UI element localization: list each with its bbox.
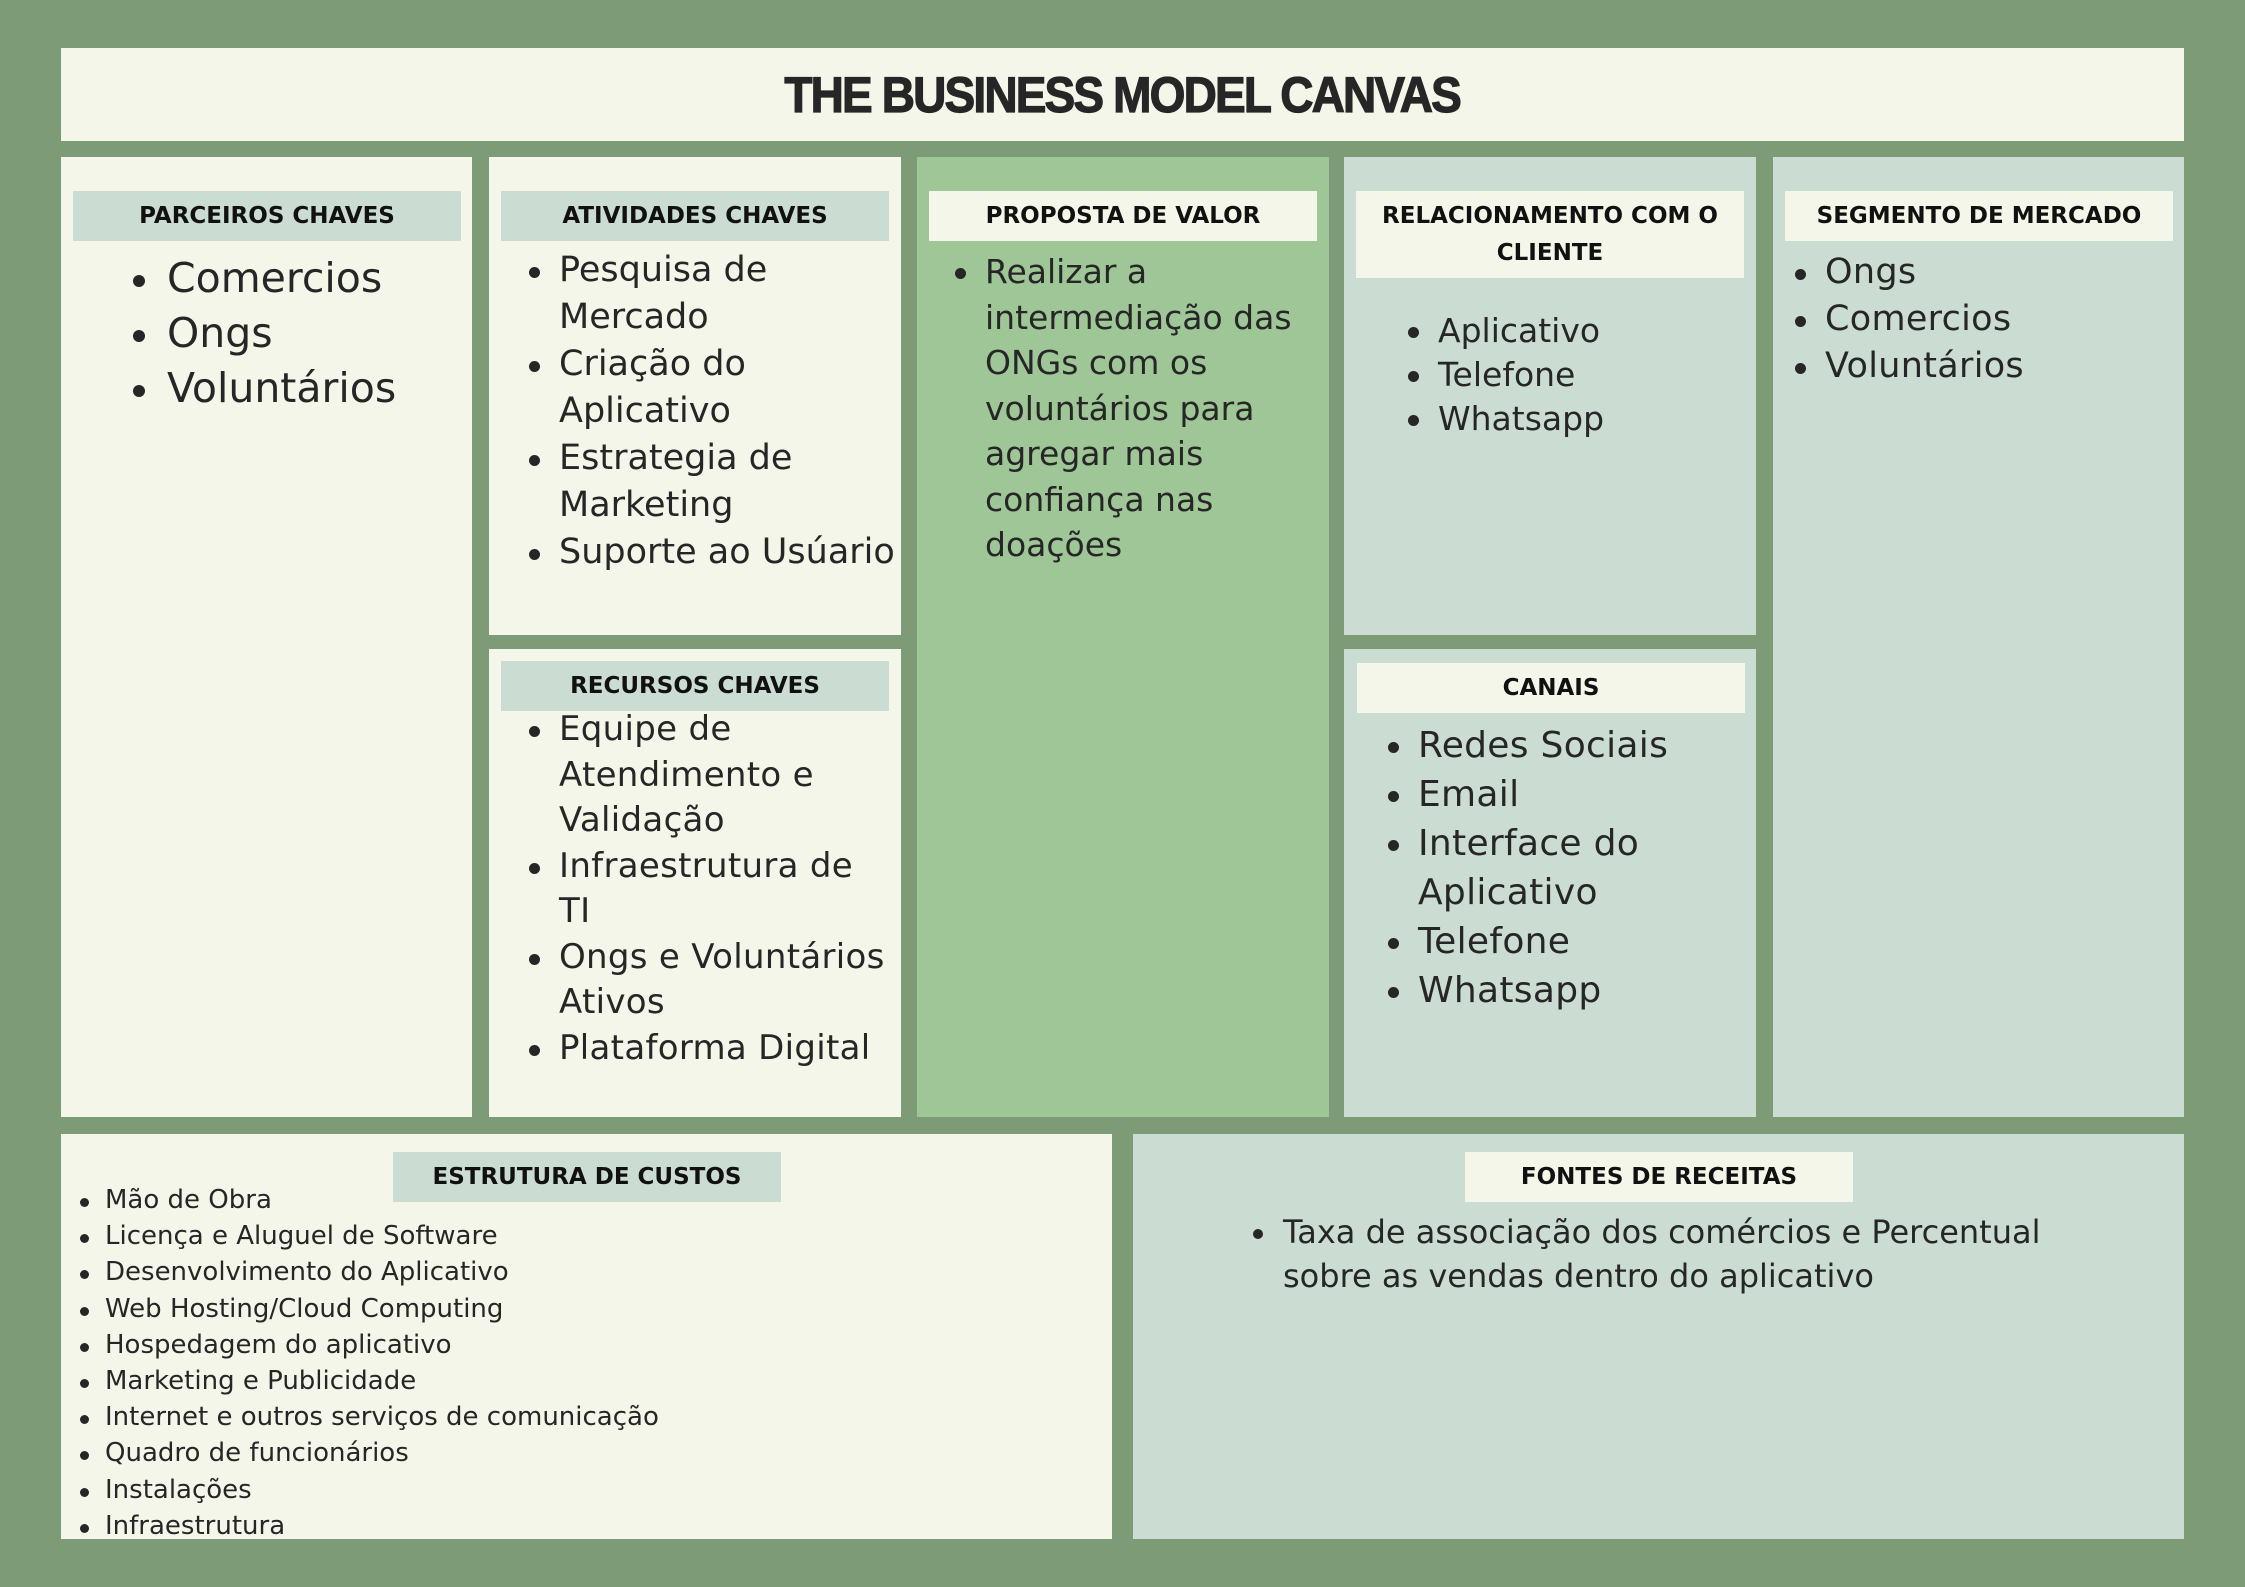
list-item: Ongs	[129, 306, 396, 361]
list-item: Ongs e Voluntários Ativos	[525, 935, 895, 1026]
list-item: Plataforma Digital	[525, 1026, 895, 1072]
list-item: Whatsapp	[1384, 966, 1744, 1015]
list-item: Taxa de associação dos comércios e Perce…	[1249, 1210, 2049, 1298]
page-title: THE BUSINESS MODEL CANVAS	[784, 66, 1463, 123]
list-item: Realizar a intermediação das ONGs com os…	[951, 249, 1301, 568]
list-item: Voluntários	[1791, 343, 2024, 390]
list-item: Marketing e Publicidade	[76, 1363, 659, 1399]
section-fontes-de-receitas: FONTES DE RECEITAS Taxa de associação do…	[1133, 1134, 2184, 1539]
section-header: ESTRUTURA DE CUSTOS	[393, 1152, 781, 1202]
section-header: RELACIONAMENTO COM O CLIENTE	[1356, 191, 1744, 278]
list-item: Telefone	[1404, 353, 1604, 397]
section-header: CANAIS	[1357, 663, 1745, 713]
list-item: Internet e outros serviços de comunicaçã…	[76, 1399, 659, 1435]
section-header: SEGMENTO DE MERCADO	[1785, 191, 2173, 241]
list-item: Voluntários	[129, 361, 396, 416]
section-header: PARCEIROS CHAVES	[73, 191, 461, 241]
section-header: PROPOSTA DE VALOR	[929, 191, 1317, 241]
list-item: Hospedagem do aplicativo	[76, 1327, 659, 1363]
list-item: Quadro de funcionários	[76, 1435, 659, 1471]
list-item: Instalações	[76, 1472, 659, 1508]
list-item: Estrategia de Marketing	[525, 435, 895, 529]
item-list: Realizar a intermediação das ONGs com os…	[951, 249, 1301, 568]
list-item: Telefone	[1384, 917, 1744, 966]
list-item: Suporte ao Usúario	[525, 529, 895, 576]
item-list: Taxa de associação dos comércios e Perce…	[1249, 1210, 2049, 1298]
list-item: Email	[1384, 770, 1744, 819]
list-item: Comercios	[129, 251, 396, 306]
list-item: Desenvolvimento do Aplicativo	[76, 1254, 659, 1290]
section-recursos-chaves: RECURSOS CHAVES Equipe de Atendimento e …	[489, 649, 901, 1117]
list-item: Pesquisa de Mercado	[525, 247, 895, 341]
section-proposta-de-valor: PROPOSTA DE VALOR Realizar a intermediaç…	[917, 157, 1329, 1117]
list-item: Infraestrutura de TI	[525, 844, 895, 935]
list-item: Redes Sociais	[1384, 721, 1744, 770]
list-item: Comercios	[1791, 296, 2024, 343]
list-item: Interface do Aplicativo	[1384, 819, 1744, 917]
list-item: Web Hosting/Cloud Computing	[76, 1291, 659, 1327]
list-item: Aplicativo	[1404, 309, 1604, 353]
section-header: FONTES DE RECEITAS	[1465, 1152, 1853, 1202]
section-header: RECURSOS CHAVES	[501, 661, 889, 711]
list-item: Equipe de Atendimento e Validação	[525, 707, 895, 844]
list-item: Whatsapp	[1404, 397, 1604, 441]
list-item: Ongs	[1791, 249, 2024, 296]
list-item: Infraestrutura	[76, 1508, 659, 1544]
title-bar: THE BUSINESS MODEL CANVAS	[61, 48, 2184, 141]
list-item: Licença e Aluguel de Software	[76, 1218, 659, 1254]
list-item: Mão de Obra	[76, 1182, 659, 1218]
list-item: Criação do Aplicativo	[525, 341, 895, 435]
section-header: ATIVIDADES CHAVES	[501, 191, 889, 241]
